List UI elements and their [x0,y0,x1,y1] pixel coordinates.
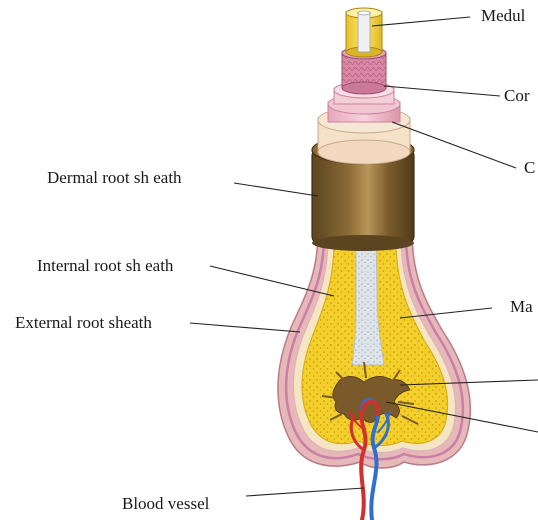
leader-cortex [384,86,500,96]
leader-external [190,323,300,332]
label-medulla: Medul [481,6,525,26]
label-blood-vessel: Blood vessel [122,494,209,514]
label-cortex: Cor [504,86,530,106]
medulla-cap [346,8,382,57]
label-cuticle: C [524,158,535,178]
label-matrix: Ma [510,297,533,317]
label-dermal-root-sheath: Dermal root sh eath [47,168,182,188]
label-external-root-sheath: External root sheath [15,313,152,333]
leader-dermal [234,183,318,196]
leader-medulla [372,17,470,26]
label-internal-root-sheath: Internal root sh eath [37,256,173,276]
leader-blood-vessel [246,488,364,496]
